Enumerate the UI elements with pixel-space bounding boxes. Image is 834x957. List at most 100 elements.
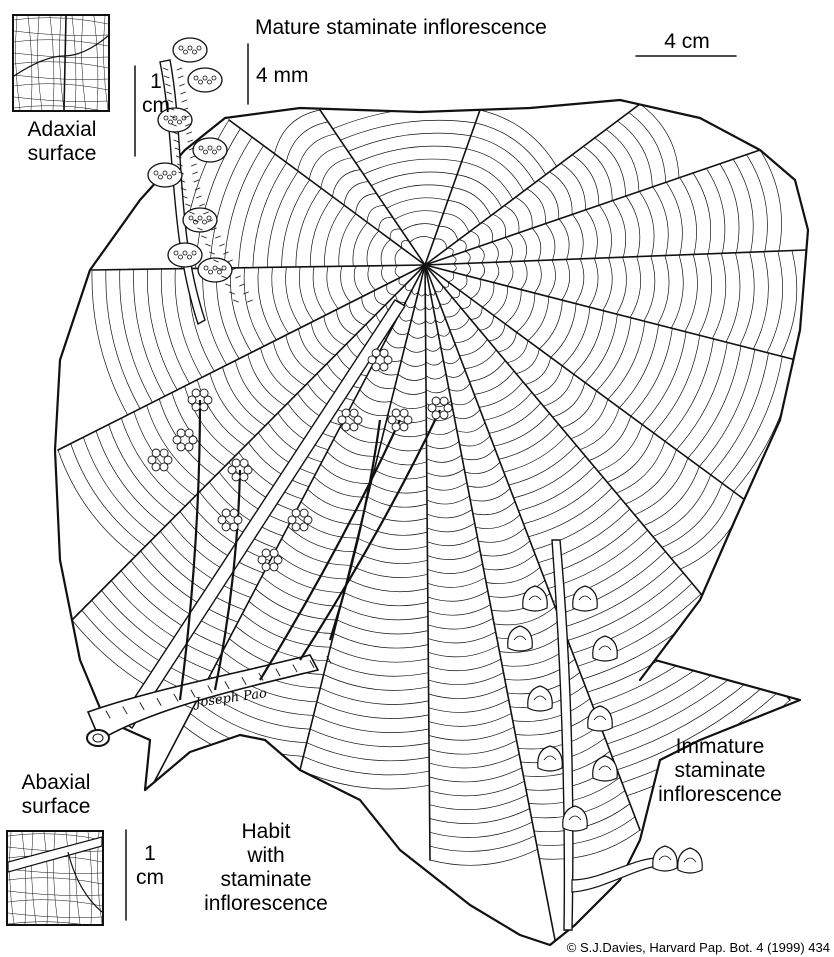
tertiary-vein bbox=[409, 236, 435, 243]
bract bbox=[562, 805, 588, 832]
tertiary-vein bbox=[222, 367, 266, 427]
tertiary-vein bbox=[454, 409, 481, 419]
tertiary-vein bbox=[398, 314, 412, 322]
tertiary-vein bbox=[428, 713, 512, 727]
vein-line bbox=[14, 30, 108, 36]
tertiary-vein bbox=[719, 163, 740, 253]
tertiary-vein bbox=[133, 269, 166, 397]
hair bbox=[185, 203, 191, 207]
tertiary-vein bbox=[355, 145, 467, 164]
tertiary-vein bbox=[596, 317, 632, 392]
tertiary-vein bbox=[320, 157, 353, 188]
secondary-vein bbox=[14, 35, 108, 77]
vein-line bbox=[8, 912, 102, 918]
tertiary-vein bbox=[130, 560, 232, 635]
tertiary-vein bbox=[523, 476, 604, 525]
tertiary-vein bbox=[434, 238, 448, 249]
tertiary-vein bbox=[562, 561, 675, 628]
flower-bud bbox=[231, 472, 241, 482]
tertiary-vein bbox=[363, 158, 462, 175]
tertiary-vein bbox=[381, 265, 389, 284]
tertiary-vein bbox=[470, 306, 483, 320]
tertiary-vein bbox=[579, 407, 620, 451]
tertiary-vein bbox=[572, 583, 693, 654]
tertiary-vein bbox=[549, 171, 573, 215]
stamen-dot bbox=[183, 49, 188, 55]
flower-bud bbox=[188, 435, 198, 445]
tertiary-vein bbox=[534, 365, 563, 396]
vein-line bbox=[59, 16, 65, 110]
stamen-dot bbox=[153, 170, 159, 176]
hair bbox=[167, 99, 174, 103]
leaf-outline bbox=[53, 98, 810, 947]
hair bbox=[189, 155, 196, 159]
tertiary-vein bbox=[452, 187, 492, 216]
stamen-dot bbox=[188, 215, 194, 221]
flower-bud bbox=[184, 442, 194, 452]
tertiary-vein bbox=[392, 327, 409, 335]
vein-line bbox=[14, 96, 108, 102]
tertiary-vein bbox=[360, 523, 428, 536]
tertiary-vein bbox=[515, 196, 533, 229]
tertiary-vein bbox=[567, 572, 684, 641]
tertiary-vein bbox=[670, 491, 734, 559]
flower-bud bbox=[221, 508, 231, 518]
tertiary-vein bbox=[426, 468, 465, 477]
tertiary-vein bbox=[516, 293, 536, 333]
stamen-dot bbox=[221, 265, 227, 271]
tertiary-vein bbox=[209, 373, 256, 437]
tertiary-vein bbox=[459, 435, 491, 447]
tertiary-vein bbox=[452, 290, 460, 299]
hair bbox=[221, 275, 227, 279]
tertiary-vein bbox=[425, 332, 439, 338]
stamen-dot bbox=[167, 174, 172, 180]
bract bbox=[507, 625, 533, 652]
tertiary-vein bbox=[371, 171, 458, 186]
stamen-dot bbox=[178, 45, 184, 51]
leaf-venation bbox=[57, 103, 808, 941]
tertiary-vein bbox=[481, 222, 493, 243]
tertiary-vein bbox=[479, 315, 494, 331]
hair bbox=[194, 187, 201, 191]
tertiary-vein bbox=[426, 482, 468, 491]
flower-bud bbox=[239, 472, 249, 482]
scale-label-1cm-top: 1 cm bbox=[142, 70, 170, 117]
tertiary-vein bbox=[619, 324, 659, 408]
vein-line bbox=[103, 16, 108, 110]
tertiary-vein bbox=[82, 437, 156, 537]
tertiary-vein bbox=[759, 149, 782, 252]
tertiary-vein bbox=[698, 253, 712, 336]
vein-line bbox=[93, 16, 99, 110]
tertiary-vein bbox=[459, 339, 488, 356]
tertiary-vein bbox=[504, 289, 522, 325]
tertiary-vein bbox=[320, 687, 429, 705]
tertiary-vein bbox=[326, 660, 429, 677]
prickle bbox=[258, 672, 264, 681]
flower-bud bbox=[431, 410, 441, 420]
tertiary-vein bbox=[401, 223, 439, 232]
tertiary-vein bbox=[429, 767, 522, 783]
scale-bars bbox=[125, 43, 737, 921]
flower-bud bbox=[341, 408, 351, 418]
tertiary-vein bbox=[528, 777, 621, 805]
tertiary-vein bbox=[218, 471, 290, 525]
tertiary-vein bbox=[497, 332, 517, 353]
tertiary-vein bbox=[209, 481, 284, 537]
tertiary-vein bbox=[146, 405, 206, 487]
flower-bud bbox=[371, 348, 381, 358]
tertiary-vein bbox=[725, 252, 741, 343]
flower-bud bbox=[439, 396, 449, 406]
flower-bud bbox=[337, 415, 347, 425]
tertiary-vein bbox=[425, 387, 449, 394]
tertiary-vein bbox=[504, 205, 520, 233]
tertiary-vein bbox=[427, 536, 478, 547]
tertiary-vein bbox=[616, 257, 627, 315]
tertiary-vein bbox=[426, 414, 455, 422]
bract-fold bbox=[598, 765, 612, 771]
tertiary-vein bbox=[641, 331, 687, 425]
hair bbox=[179, 83, 185, 87]
tertiary-vein bbox=[313, 715, 429, 733]
tertiary-vein bbox=[95, 430, 166, 527]
stamen-dot bbox=[202, 75, 208, 81]
flower-bud bbox=[349, 408, 359, 418]
